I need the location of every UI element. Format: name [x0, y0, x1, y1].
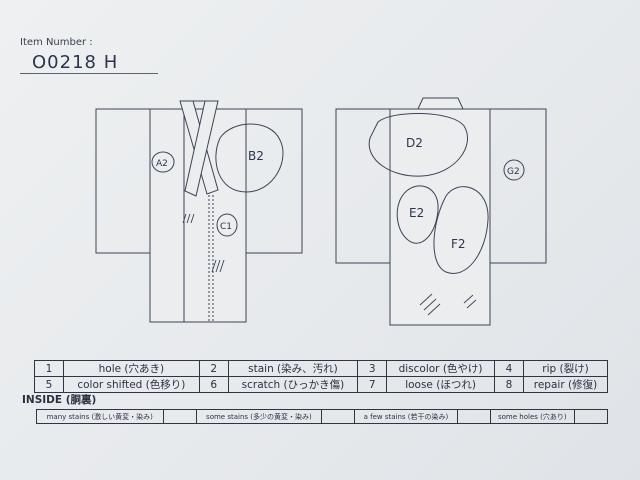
inside-condition-table: many stains (激しい黄変・染み) some stains (多少の黄… — [36, 409, 608, 424]
legend-num: 1 — [34, 360, 64, 377]
back-mark-e-circle — [396, 185, 439, 244]
legend-label: discolor (色やけ) — [386, 360, 495, 377]
back-view: D2 E2 F2 G2 — [335, 97, 547, 326]
back-mark-g-label: G2 — [507, 167, 520, 177]
back-body — [389, 108, 491, 326]
legend-label: hole (穴あき) — [63, 360, 200, 377]
legend-num: 8 — [493, 376, 524, 393]
legend-num: 5 — [34, 376, 64, 393]
scratch-marks-back — [419, 293, 477, 316]
inside-checkbox-cell — [321, 409, 356, 424]
item-number-label: Item Number : — [20, 37, 93, 48]
inside-checkbox-cell — [456, 409, 491, 424]
scratch-marks-front — [182, 213, 225, 273]
item-number-value: O0218 H — [32, 52, 119, 73]
legend-label: loose (ほつれ) — [386, 376, 495, 393]
inside-section-label: INSIDE (胴裏) — [22, 394, 97, 406]
front-mark-c-label: C1 — [220, 222, 232, 232]
inside-option-some-holes: some holes (穴あり) — [489, 409, 576, 424]
inside-option-many-stains: many stains (激しい黄変・染み) — [36, 409, 164, 424]
legend-row: 5 color shifted (色移り) 6 scratch (ひっかき傷) … — [34, 376, 609, 393]
damage-legend-table: 1 hole (穴あき) 2 stain (染み、汚れ) 3 discolor … — [34, 360, 609, 393]
legend-label: repair (修復) — [522, 376, 609, 393]
legend-num: 2 — [198, 360, 229, 377]
front-mark-c-circle — [216, 213, 238, 237]
back-mark-f-circle — [433, 186, 489, 274]
back-mark-e-label: E2 — [409, 206, 424, 220]
inside-checkbox-cell — [574, 409, 608, 424]
back-collar — [417, 97, 464, 110]
back-mark-f-label: F2 — [451, 237, 466, 251]
back-mark-d-label: D2 — [406, 136, 423, 150]
kimono-diagram: A2 B2 C1 D2 E2 F2 G2 — [95, 97, 547, 326]
inside-row: many stains (激しい黄変・染み) some stains (多少の黄… — [36, 409, 608, 424]
inside-option-some-stains: some stains (多少の黄変・染み) — [195, 409, 323, 424]
legend-label: scratch (ひっかき傷) — [227, 376, 359, 393]
inside-checkbox-cell — [162, 409, 197, 424]
item-number-underline — [20, 73, 158, 74]
front-mark-a-label: A2 — [156, 159, 168, 169]
legend-num: 4 — [493, 360, 524, 377]
legend-num: 7 — [357, 376, 388, 393]
legend-num: 6 — [198, 376, 229, 393]
legend-row: 1 hole (穴あき) 2 stain (染み、汚れ) 3 discolor … — [34, 360, 609, 377]
legend-label: stain (染み、汚れ) — [227, 360, 359, 377]
inside-option-few-stains: a few stains (若干の染み) — [354, 409, 458, 424]
legend-label: rip (裂け) — [522, 360, 609, 377]
legend-num: 3 — [357, 360, 388, 377]
front-mark-b-label: B2 — [248, 149, 264, 163]
front-mark-b-circle — [215, 123, 284, 193]
front-mark-a-circle — [151, 151, 175, 173]
front-view: A2 B2 C1 — [95, 100, 303, 323]
back-mark-d-circle — [368, 113, 468, 177]
legend-label: color shifted (色移り) — [63, 376, 200, 393]
collar-right — [184, 100, 219, 197]
back-mark-g-circle — [503, 159, 525, 181]
